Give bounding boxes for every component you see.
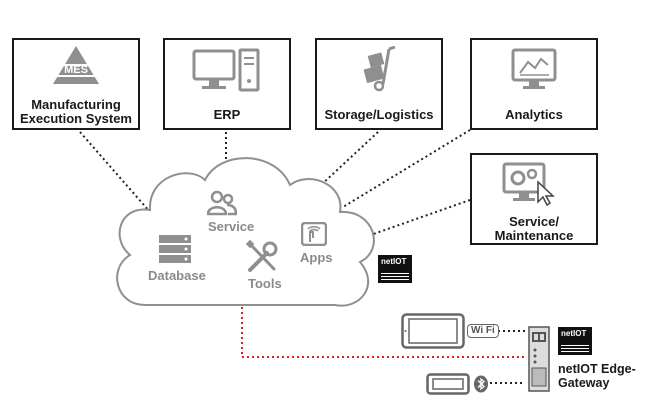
service-label-line2: Maintenance: [494, 228, 574, 243]
mes-label: Manufacturing Execution System: [14, 98, 138, 126]
users-icon: [207, 190, 237, 216]
gateway-label-line1: netIOT Edge-: [558, 362, 636, 376]
cloud-tools-label: Tools: [248, 276, 282, 291]
connector-service: [364, 199, 471, 238]
wifi-tag: Wi Fi: [467, 324, 499, 338]
erp-label: ERP: [213, 107, 241, 122]
mes-icon-text: MES: [64, 64, 88, 76]
gateway-device-icon: [528, 326, 550, 392]
cloud-shape: [116, 157, 375, 307]
service-label: Service/ Maintenance: [472, 215, 596, 243]
tablet-icon: [401, 313, 465, 349]
analytics-box: Analytics: [470, 38, 598, 130]
computer-icon: [192, 48, 260, 92]
mes-label-line2: Execution System: [20, 111, 132, 126]
analytics-label: Analytics: [505, 107, 563, 122]
gateway-netiot-badge: netIOT: [558, 327, 592, 355]
mes-box: MES Manufacturing Execution System: [12, 38, 140, 130]
connector-mes: [79, 131, 151, 213]
storage-label: Storage/Logistics: [324, 107, 434, 122]
database-icon: [159, 235, 191, 263]
cloud-service-label: Service: [208, 219, 255, 234]
connector-gateway-red: [241, 307, 525, 358]
bluetooth-icon: [474, 375, 488, 393]
connector-storage: [319, 131, 379, 187]
apps-icon: [301, 222, 327, 246]
analytics-monitor-icon: [511, 48, 557, 89]
service-monitor-icon: [502, 162, 555, 207]
service-box: Service/ Maintenance: [470, 153, 598, 245]
cloud-netiot-badge-text: netIOT: [381, 257, 407, 266]
gateway-label: netIOT Edge- Gateway: [558, 362, 636, 390]
service-label-line1: Service/: [509, 214, 559, 229]
mes-pyramid-icon: [53, 46, 99, 84]
connector-analytics: [342, 129, 471, 208]
gateway-netiot-badge-text: netIOT: [561, 329, 587, 338]
mes-label-line1: Manufacturing: [31, 97, 121, 112]
handheld-device-icon: [426, 373, 470, 395]
hand-truck-icon: [363, 46, 396, 92]
gateway-label-line2: Gateway: [558, 376, 610, 390]
erp-box: ERP: [163, 38, 291, 130]
tools-icon: [245, 240, 278, 272]
cloud-apps-label: Apps: [300, 250, 333, 265]
cloud-netiot-badge: netIOT: [378, 255, 412, 283]
cloud-database-label: Database: [148, 268, 206, 283]
storage-box: Storage/Logistics: [315, 38, 443, 130]
